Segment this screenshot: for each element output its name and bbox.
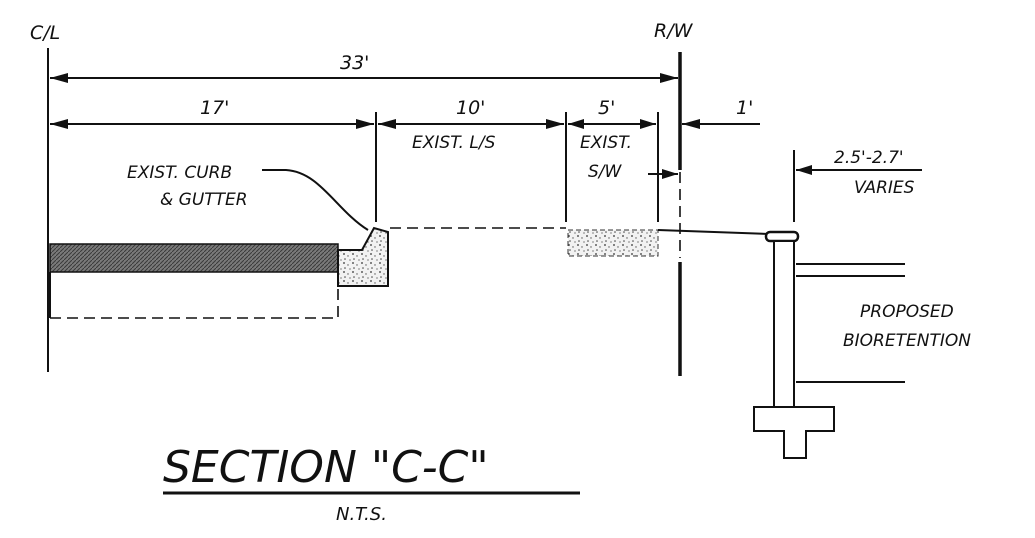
dim-1-label: 1' bbox=[736, 97, 753, 119]
arrow-right-icon bbox=[640, 119, 656, 129]
bioretention-wall-stem bbox=[773, 240, 795, 408]
arrow-left-icon bbox=[378, 119, 396, 129]
dim-total-label: 33' bbox=[340, 52, 369, 74]
arrow-left-icon bbox=[682, 119, 700, 129]
arrow-left-icon bbox=[568, 119, 584, 129]
exist-sw-label-line2: S/W bbox=[588, 162, 623, 182]
arrow-right-icon bbox=[660, 73, 678, 83]
right-of-way-label: R/W bbox=[654, 20, 694, 42]
bioretention-wall-cap bbox=[764, 230, 800, 243]
arrow-right-icon bbox=[546, 119, 564, 129]
dim-varies-text: VARIES bbox=[854, 178, 915, 198]
existing-sidewalk bbox=[567, 229, 659, 257]
section-title: SECTION "C-C" bbox=[163, 442, 489, 493]
proposed-label-line1: PROPOSED bbox=[860, 302, 954, 322]
curb-label-line1: EXIST. CURB bbox=[127, 163, 232, 183]
dim-5-label: 5' bbox=[598, 97, 615, 119]
dim-17-label: 17' bbox=[200, 97, 229, 119]
exist-sw-label-line1: EXIST. bbox=[580, 133, 632, 153]
arrow-left-icon bbox=[50, 119, 68, 129]
section-subtitle: N.T.S. bbox=[336, 504, 387, 525]
arrow-right-icon bbox=[356, 119, 374, 129]
arrow-left-icon bbox=[50, 73, 68, 83]
grade-line-to-bioretention bbox=[657, 229, 771, 235]
centerline-label: C/L bbox=[30, 22, 60, 44]
arrow-left-icon bbox=[796, 165, 812, 175]
roadway-pavement bbox=[49, 243, 339, 273]
arrow-right-icon bbox=[662, 169, 678, 179]
roadway-subbase-dashed bbox=[50, 276, 339, 319]
curb-label-line2: & GUTTER bbox=[160, 190, 248, 210]
exist-ls-label: EXIST. L/S bbox=[412, 133, 496, 153]
curb-and-gutter bbox=[337, 226, 389, 287]
bioretention-wall-footing bbox=[753, 406, 835, 459]
dim-varies-value: 2.5'-2.7' bbox=[834, 148, 904, 168]
proposed-label-line2: BIORETENTION bbox=[843, 331, 971, 351]
curb-leader-line bbox=[262, 169, 369, 231]
dim-10-label: 10' bbox=[456, 97, 485, 119]
